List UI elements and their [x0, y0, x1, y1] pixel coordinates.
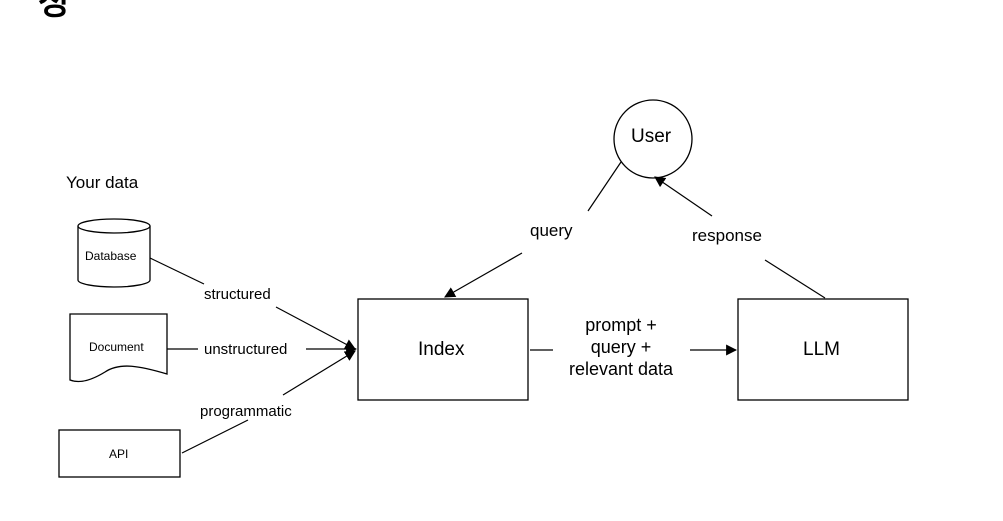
index-box	[357, 298, 529, 401]
your-data-heading: Your data	[66, 173, 139, 192]
prompt-line-2: query +	[590, 337, 652, 357]
response-connector	[654, 176, 826, 299]
structured-connector	[149, 257, 356, 350]
programmatic-connector	[181, 350, 356, 454]
page-title: 성	[38, 0, 70, 23]
index-label: Index	[418, 339, 465, 360]
api-box	[58, 429, 181, 478]
document-label: Document	[89, 340, 144, 354]
api-label: API	[109, 447, 129, 461]
document-icon	[69, 313, 168, 383]
prompt-label: prompt + query + relevant data	[552, 314, 690, 380]
response-label: response	[692, 226, 762, 245]
prompt-line-3: relevant data	[568, 359, 674, 379]
user-label: User	[631, 126, 672, 147]
llm-label: LLM	[803, 339, 840, 360]
unstructured-label: unstructured	[204, 341, 288, 358]
database-icon	[77, 218, 151, 288]
llm-box	[737, 298, 909, 401]
user-circle	[613, 99, 693, 179]
programmatic-label: programmatic	[200, 403, 292, 420]
database-label: Database	[85, 249, 137, 263]
prompt-line-1: prompt +	[585, 315, 657, 335]
query-label: query	[530, 221, 573, 240]
structured-label: structured	[204, 286, 271, 303]
query-connector	[444, 161, 622, 298]
